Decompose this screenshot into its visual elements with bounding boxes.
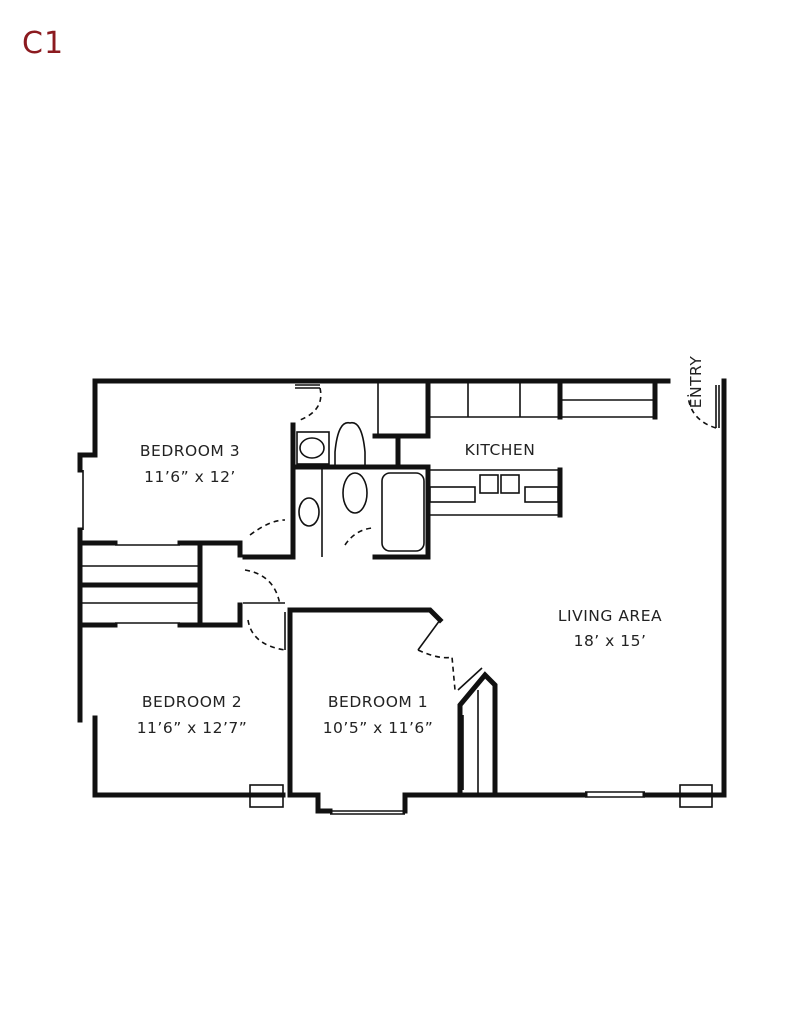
room-size-bedroom-2: 11’6” x 12’7”	[137, 719, 248, 737]
room-name-bedroom-3: BEDROOM 3	[140, 442, 240, 460]
room-size-bedroom-1: 10’5” x 11’6”	[323, 719, 434, 737]
entry-label: ENTRY	[687, 356, 705, 409]
kitchen-counters	[428, 378, 658, 518]
room-name-kitchen: KITCHEN	[465, 441, 536, 459]
unit-name: C1	[22, 26, 65, 61]
entry-door	[687, 385, 720, 429]
bedroom3-walls	[242, 384, 456, 798]
room-name-living-area: LIVING AREA	[558, 607, 662, 625]
room-size-living-area: 18’ x 15’	[574, 632, 647, 650]
room-name-bedroom-1: BEDROOM 1	[328, 693, 428, 711]
room-name-bedroom-2: BEDROOM 2	[142, 693, 242, 711]
bathroom	[290, 378, 431, 560]
room-size-bedroom-3: 11’6” x 12’	[144, 468, 236, 486]
exterior-walls	[77, 378, 727, 815]
closets	[77, 540, 243, 628]
bedroom1-closet	[457, 667, 498, 798]
